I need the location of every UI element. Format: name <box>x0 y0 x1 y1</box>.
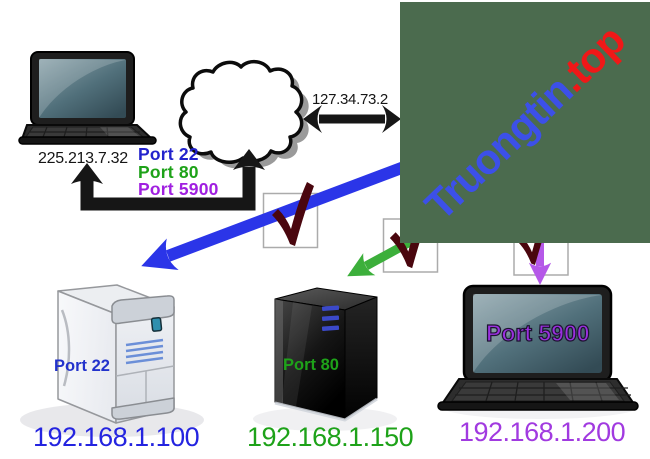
rack-server-ip: 192.168.1.150 <box>247 422 414 452</box>
forwarded-port-22: Port 22 <box>138 144 199 164</box>
rack-server-icon <box>274 287 378 422</box>
forwarded-port-80: Port 80 <box>138 161 199 182</box>
tower-server-icon <box>57 284 175 424</box>
cloud-body <box>178 59 304 164</box>
laptop-port-label: Port 5900 <box>485 320 590 346</box>
rack-server-port-label: Port 80 <box>283 356 339 374</box>
return-path-arrow <box>71 149 265 211</box>
forwarded-ports-list: Port 22 Port 80 Port 5900 <box>138 144 219 199</box>
laptop-ip: 192.168.1.200 <box>459 417 626 447</box>
remote-laptop-icon <box>18 51 157 145</box>
internet-cloud-icon <box>178 59 309 169</box>
watermark-primary: Truongtin <box>415 66 582 229</box>
status-leds <box>321 305 340 331</box>
wan-link-arrow <box>303 105 401 133</box>
power-button <box>150 316 163 332</box>
external-client-ip: 225.213.7.32 <box>38 150 128 167</box>
router-wan-ip: 127.34.73.2 <box>312 91 388 108</box>
forwarded-port-5900: Port 5900 <box>138 179 219 199</box>
lan-laptop-icon <box>437 284 639 411</box>
tower-server-ip: 192.168.1.100 <box>33 422 200 452</box>
watermark-overlay: Truongtin.top <box>400 2 650 243</box>
watermark-text: Truongtin.top <box>416 16 635 229</box>
tower-server-port-label: Port 22 <box>54 357 110 375</box>
vent-lines <box>125 338 164 365</box>
